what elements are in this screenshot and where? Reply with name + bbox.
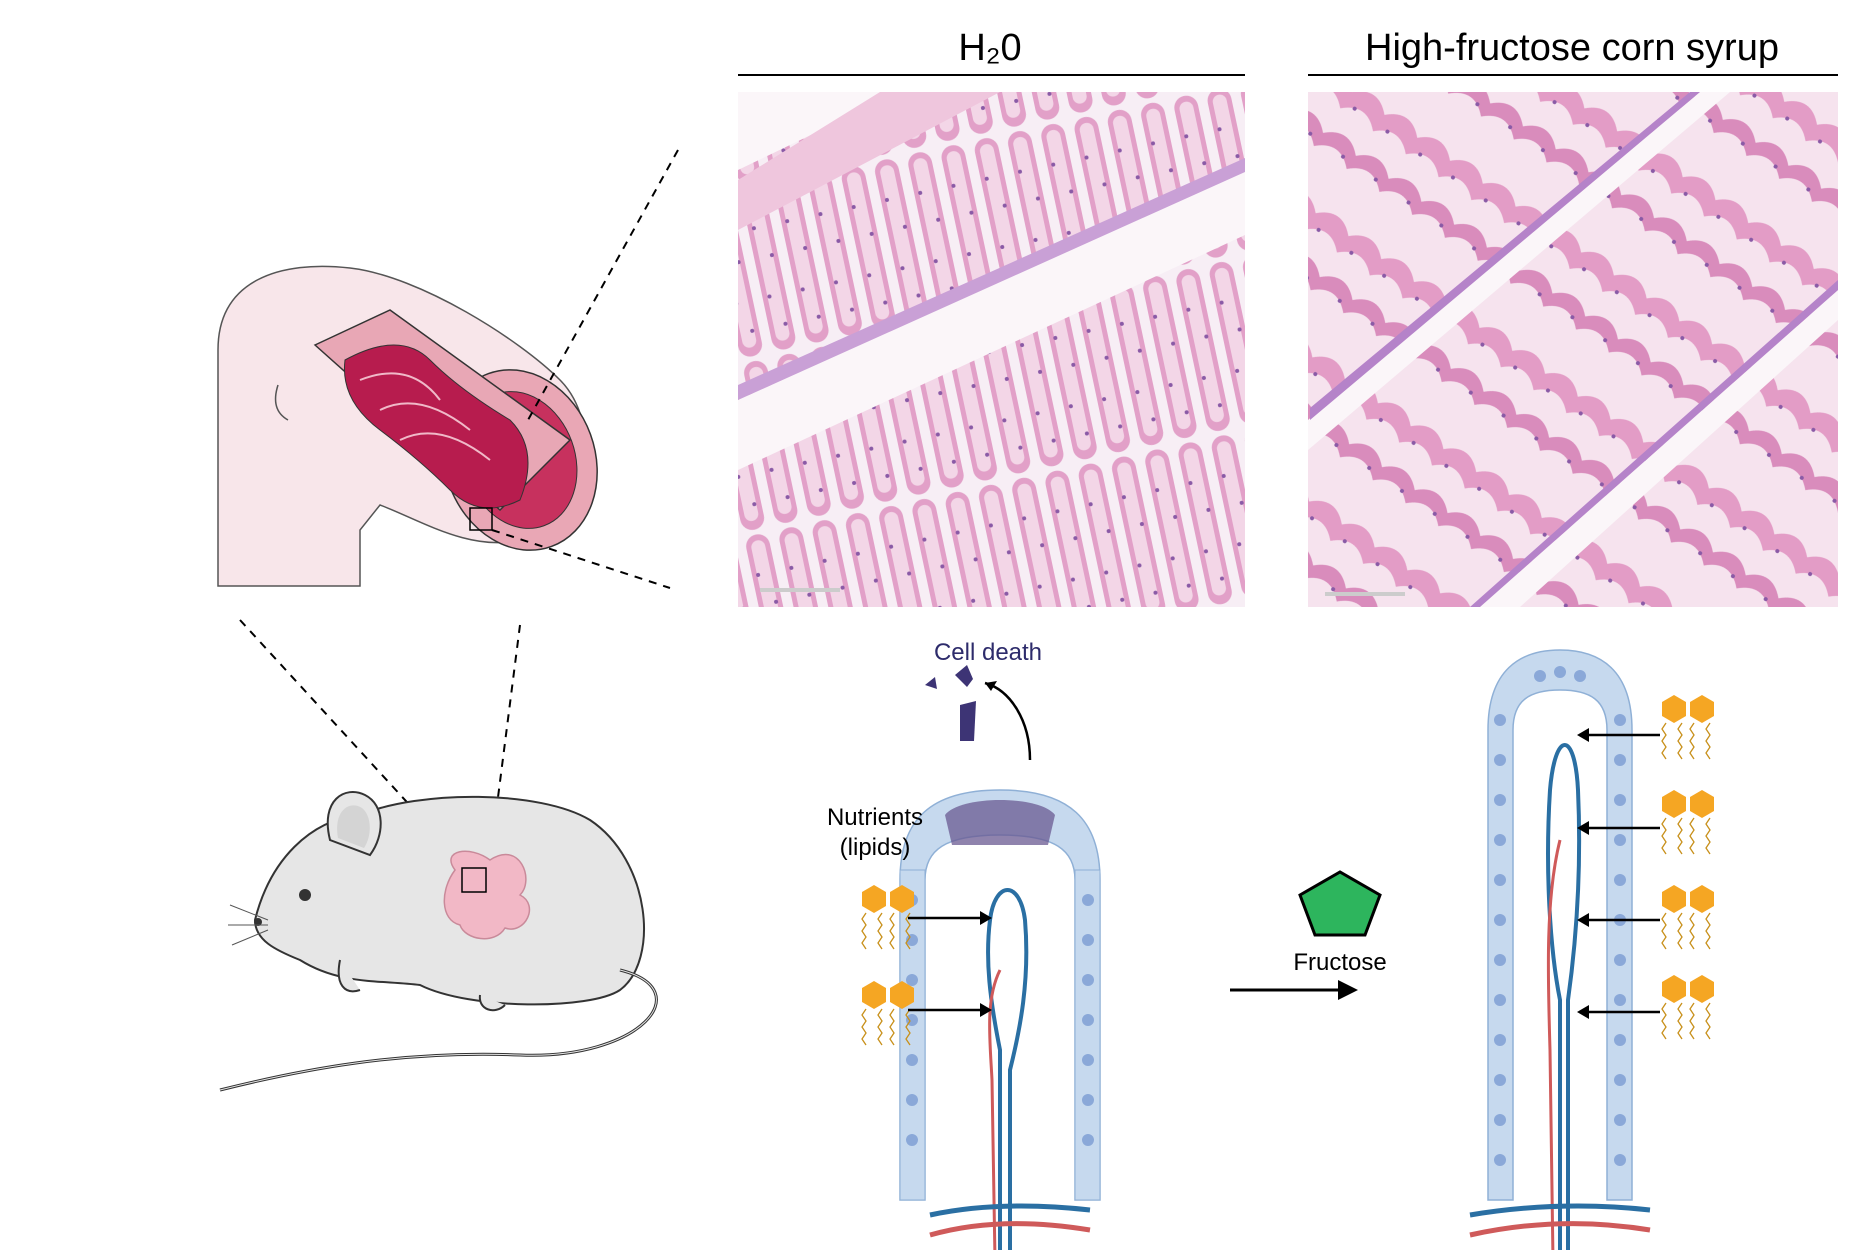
h2o-title: H₂0 bbox=[958, 27, 1021, 69]
lipid-group-h2o-1 bbox=[861, 885, 914, 950]
lipid-groups-hfcs bbox=[1661, 695, 1714, 1040]
fructose-label: Fructose bbox=[1293, 949, 1386, 976]
dying-cells-tip bbox=[945, 800, 1055, 845]
absorption-arrows-hfcs bbox=[1577, 728, 1660, 1019]
histology-hfcs bbox=[1308, 92, 1838, 607]
villus-h2o bbox=[899, 789, 1101, 1250]
intestine-cross-section bbox=[217, 265, 598, 587]
zoom-line-lower bbox=[491, 529, 671, 589]
zoom-box-intestine bbox=[469, 507, 493, 531]
villus-hfcs bbox=[1469, 649, 1651, 1250]
zoom-line-upper bbox=[527, 149, 679, 421]
nutrients-sublabel: (lipids) bbox=[840, 834, 911, 861]
dead-cells bbox=[925, 665, 976, 741]
cell-death-arrow bbox=[984, 681, 1032, 761]
lipid-group-h2o-2 bbox=[861, 981, 914, 1046]
capillary-hfcs bbox=[1546, 839, 1562, 1250]
capillary-h2o bbox=[988, 969, 1002, 1250]
fructose-molecule-icon bbox=[1298, 870, 1382, 937]
histology-h2o bbox=[738, 92, 1245, 607]
nutrients-label: Nutrients bbox=[827, 804, 923, 831]
cell-death-label: Cell death bbox=[934, 639, 1042, 666]
zoom-box-mouse bbox=[461, 867, 487, 893]
mouse-illustration bbox=[219, 791, 658, 1092]
lacteal-h2o bbox=[986, 888, 1029, 1250]
hfcs-title: High-fructose corn syrup bbox=[1365, 27, 1779, 69]
